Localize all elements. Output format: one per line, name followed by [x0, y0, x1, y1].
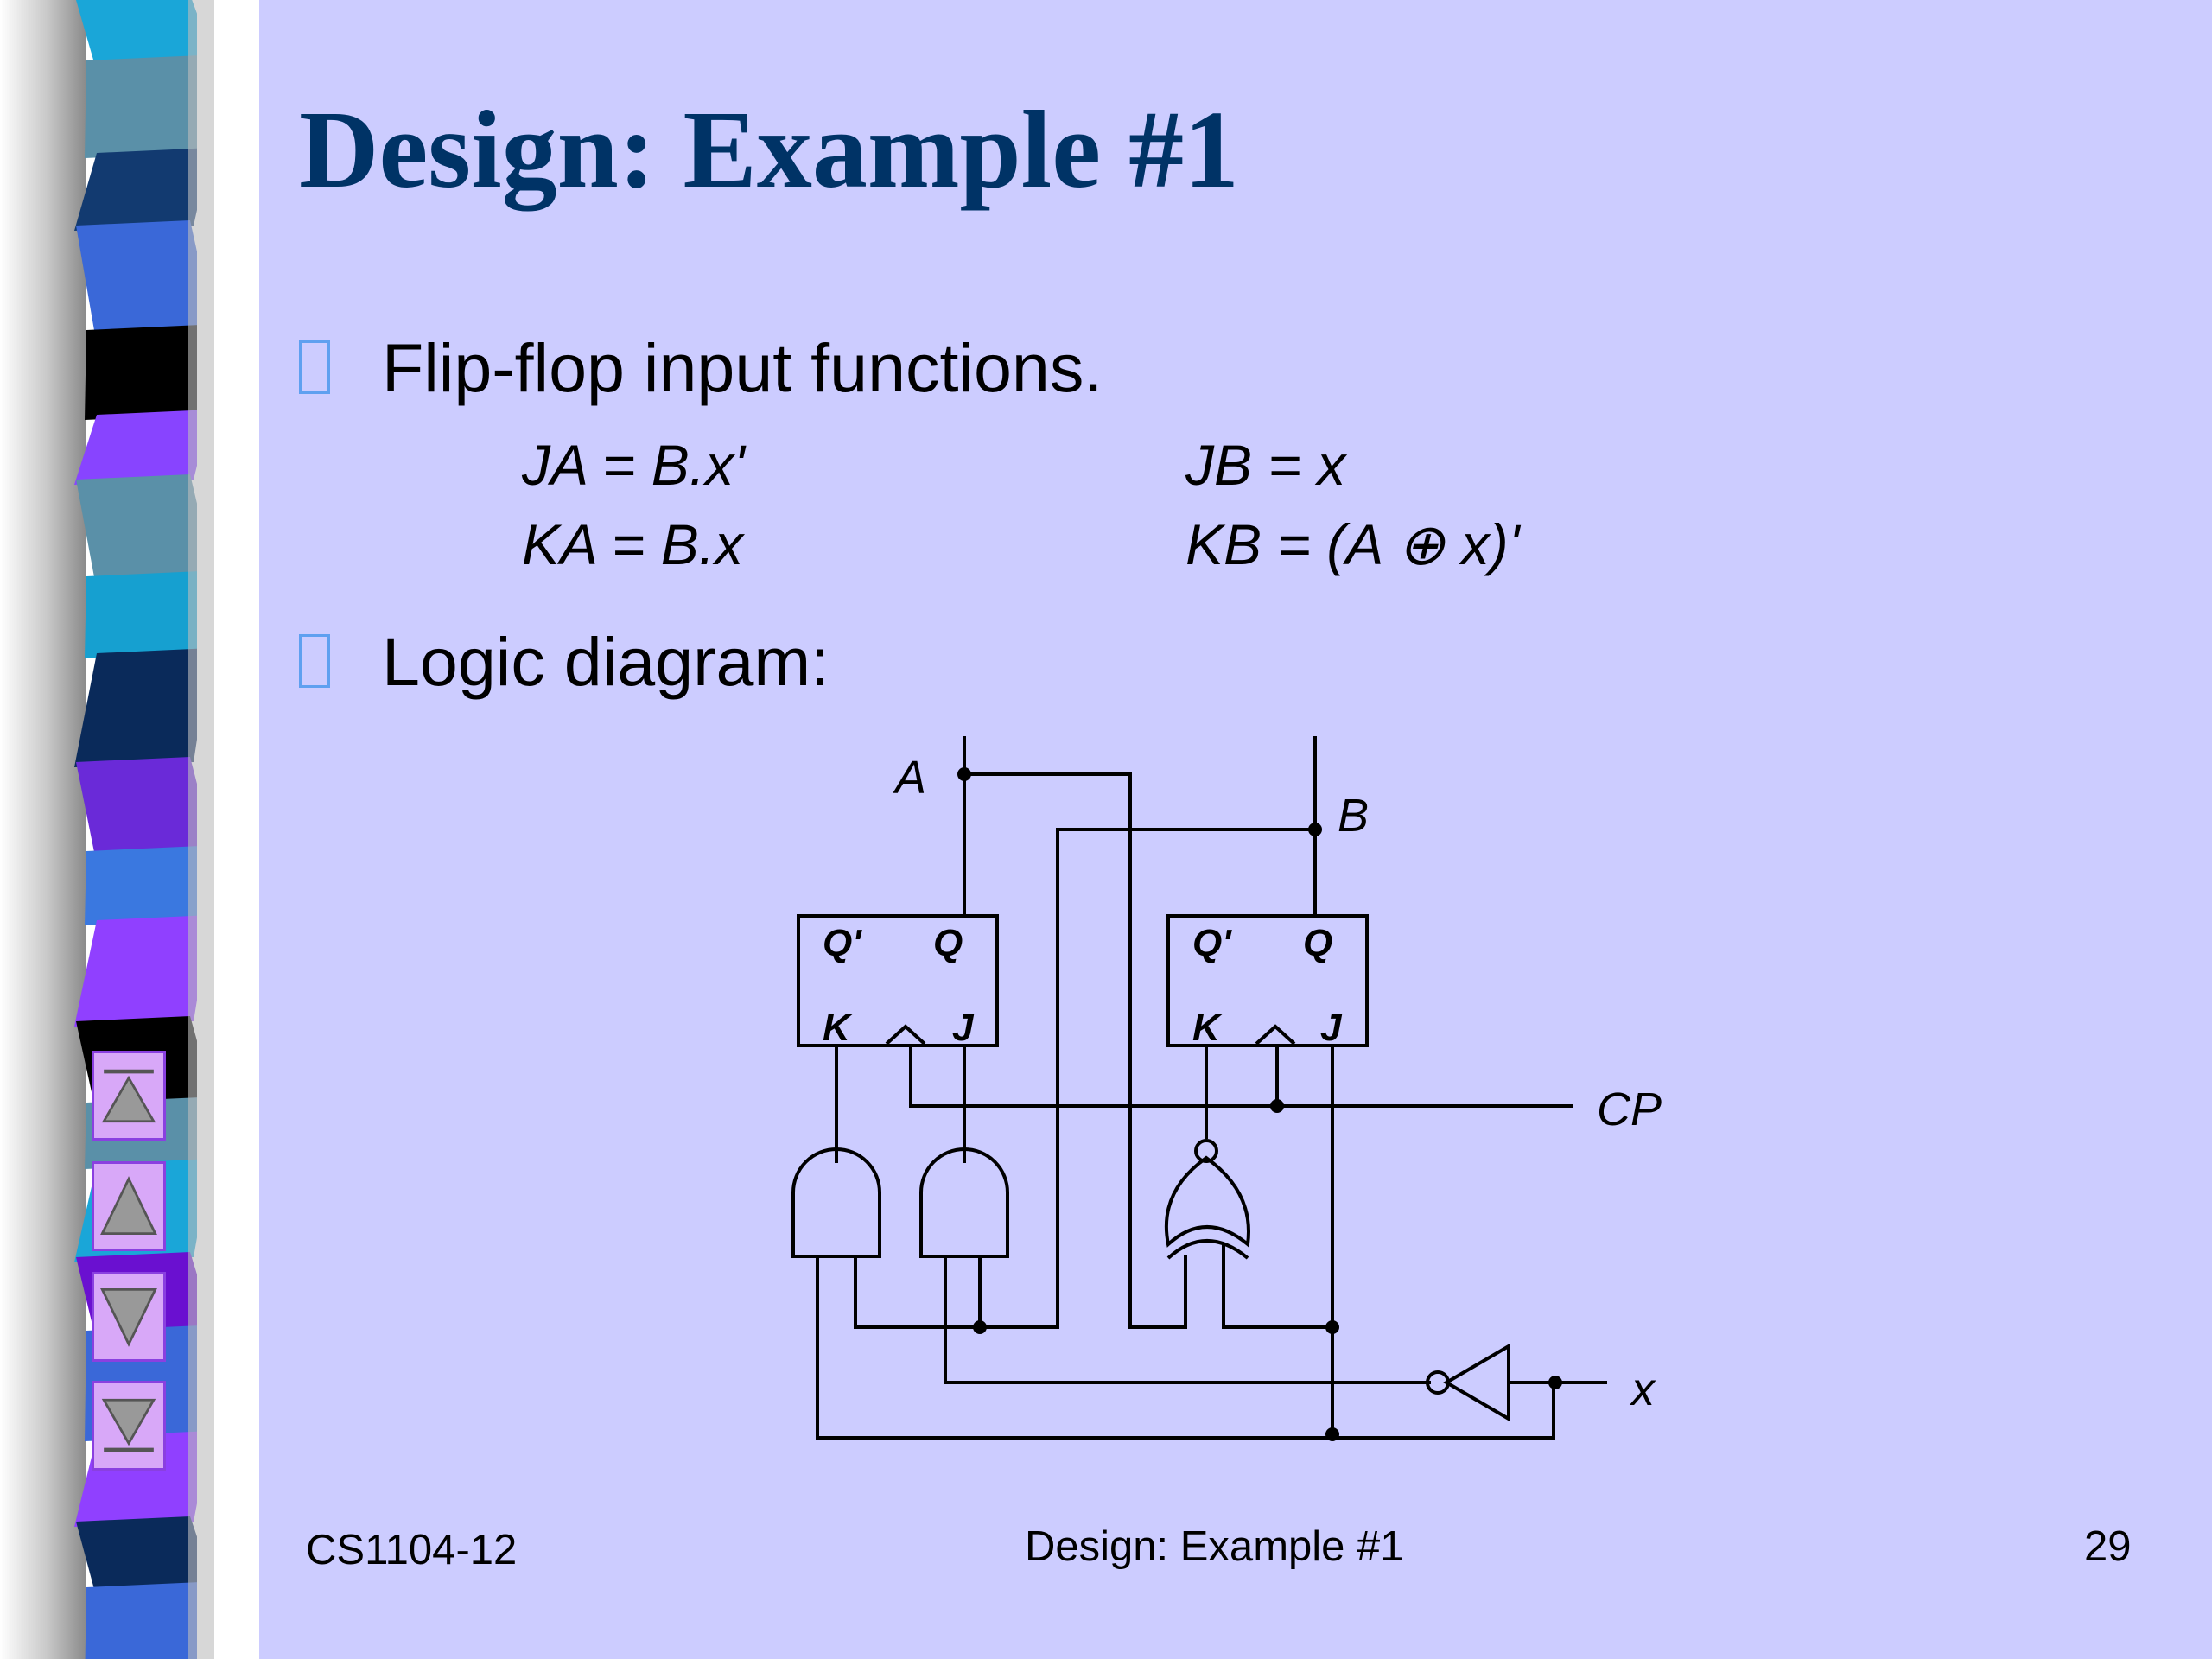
signal-a-label: A — [893, 752, 926, 804]
ff-a-j-label: J — [952, 1007, 975, 1049]
equation-jb: JB = x — [1185, 433, 1346, 497]
square-bullet-icon — [299, 340, 330, 394]
equation-ka: KA = B.x — [522, 512, 744, 576]
next-slide-button[interactable] — [92, 1272, 166, 1362]
last-slide-button[interactable] — [92, 1381, 166, 1471]
flip-flop-a — [797, 914, 999, 1047]
first-slide-icon — [101, 1069, 156, 1123]
bullet-logic-diagram: Logic diagram: — [382, 623, 830, 700]
ff-b-k-label: K — [1192, 1007, 1223, 1049]
ff-b-j-label: J — [1320, 1007, 1343, 1049]
last-slide-icon — [101, 1398, 156, 1452]
signal-x-label: x — [1629, 1363, 1656, 1415]
previous-slide-button[interactable] — [92, 1161, 166, 1251]
ff-a-k-label: K — [823, 1007, 853, 1049]
footer-course: CS1104-12 — [306, 1527, 518, 1573]
bullet-flip-flop-functions: Flip-flop input functions. — [382, 329, 1103, 406]
flip-flop-b — [1166, 914, 1369, 1047]
ff-b-q-label: Q — [1303, 922, 1332, 964]
ff-b-qbar-label: Q' — [1192, 922, 1232, 964]
slide-title: Design: Example #1 — [299, 88, 1239, 211]
next-slide-icon — [100, 1287, 157, 1347]
equation-kb: KB = (A ⊕ x)' — [1185, 512, 1520, 576]
ff-a-q-label: Q — [933, 922, 963, 964]
signal-b-label: B — [1338, 790, 1369, 842]
signal-cp-label: CP — [1597, 1084, 1662, 1135]
square-bullet-icon — [299, 634, 330, 688]
first-slide-button[interactable] — [92, 1051, 166, 1141]
slide-number: 29 — [2084, 1523, 2132, 1570]
equation-ja: JA = B.x' — [522, 433, 745, 497]
footer-title: Design: Example #1 — [1025, 1523, 1404, 1570]
ff-a-qbar-label: Q' — [823, 922, 862, 964]
decorative-sidebar — [0, 0, 259, 1659]
previous-slide-icon — [100, 1176, 157, 1236]
